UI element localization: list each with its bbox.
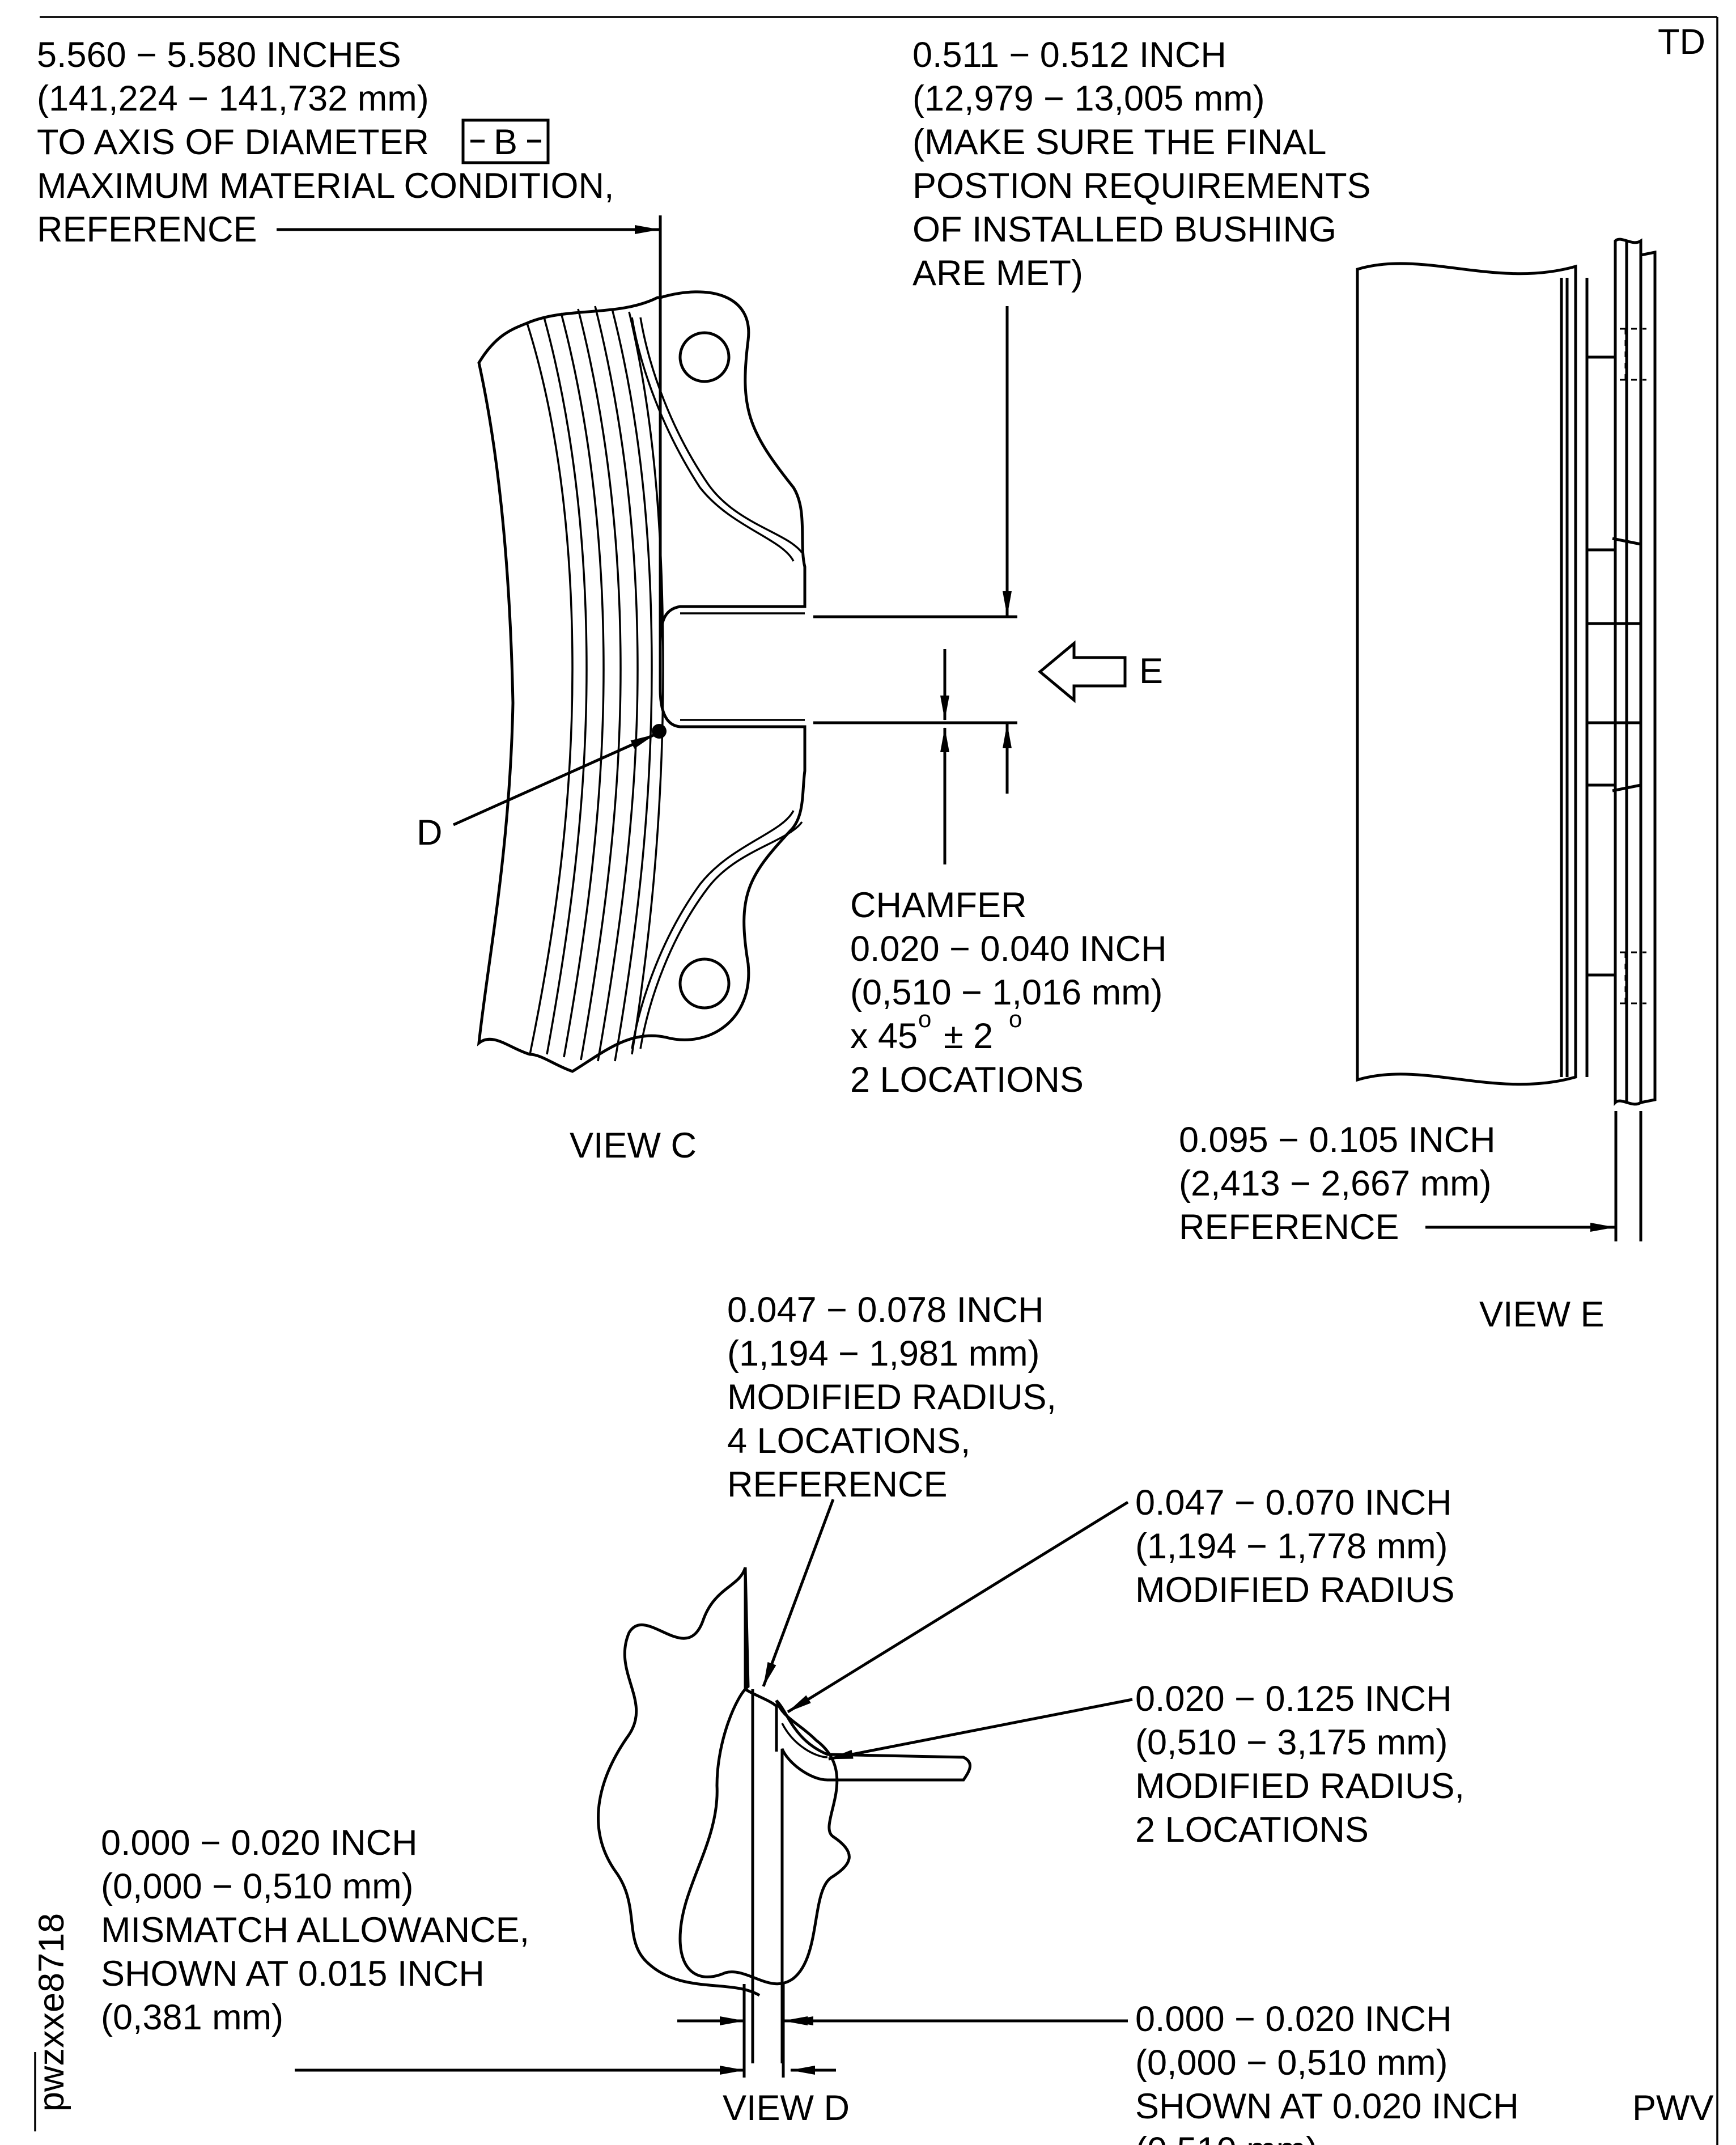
svg-text:o: o bbox=[918, 1006, 931, 1032]
detail-d-marker bbox=[652, 724, 667, 739]
svg-text:(0,381 mm): (0,381 mm) bbox=[101, 1998, 283, 2037]
axis-distance-callout: 5.560 − 5.580 INCHES (141,224 − 141,732 … bbox=[37, 35, 614, 249]
svg-text:0.511 − 0.512 INCH: 0.511 − 0.512 INCH bbox=[912, 35, 1226, 75]
svg-text:(1,194 − 1,778 mm): (1,194 − 1,778 mm) bbox=[1135, 1527, 1448, 1566]
svg-text:CHAMFER: CHAMFER bbox=[850, 885, 1027, 925]
slot-width-callout: 0.511 − 0.512 INCH (12,979 − 13,005 mm) … bbox=[912, 35, 1371, 293]
view-e-arrow-label: E bbox=[1139, 651, 1163, 691]
svg-text:(0,510 − 3,175 mm): (0,510 − 3,175 mm) bbox=[1135, 1723, 1448, 1762]
svg-text:MODIFIED RADIUS,: MODIFIED RADIUS, bbox=[727, 1377, 1056, 1417]
svg-text:REFERENCE: REFERENCE bbox=[727, 1465, 948, 1504]
svg-text:POSTION REQUIREMENTS: POSTION REQUIREMENTS bbox=[912, 166, 1371, 206]
svg-text:0.000 − 0.020 INCH: 0.000 − 0.020 INCH bbox=[101, 1823, 418, 1863]
svg-text:x 45: x 45 bbox=[850, 1016, 918, 1056]
mod-radius-4-leader bbox=[762, 1499, 835, 1687]
svg-text:REFERENCE: REFERENCE bbox=[37, 210, 257, 249]
upper-bolt-hole bbox=[678, 331, 731, 383]
svg-text:(0,510 mm): (0,510 mm) bbox=[1135, 2130, 1318, 2145]
svg-text:REFERENCE: REFERENCE bbox=[1179, 1207, 1399, 1247]
svg-text:(1,194 − 1,981 mm): (1,194 − 1,981 mm) bbox=[727, 1334, 1040, 1374]
footer-tag: PWV bbox=[1632, 2088, 1714, 2128]
svg-text:MAXIMUM MATERIAL CONDITION,: MAXIMUM MATERIAL CONDITION, bbox=[37, 166, 614, 206]
svg-text:(0,510 − 1,016 mm): (0,510 − 1,016 mm) bbox=[850, 973, 1163, 1012]
svg-text:0.095 − 0.105 INCH: 0.095 − 0.105 INCH bbox=[1179, 1120, 1496, 1160]
svg-text:5.560 − 5.580 INCHES: 5.560 − 5.580 INCHES bbox=[37, 35, 401, 75]
mismatch-callout: 0.000 − 0.020 INCH (0,000 − 0,510 mm) MI… bbox=[101, 1823, 529, 2037]
svg-text:(2,413 − 2,667 mm): (2,413 − 2,667 mm) bbox=[1179, 1164, 1492, 1203]
datum-b-box bbox=[461, 118, 550, 164]
view-d-part bbox=[597, 1567, 971, 2063]
mod-radius-leader bbox=[787, 1500, 1129, 1714]
svg-text:± 2: ± 2 bbox=[944, 1016, 993, 1056]
svg-text:(0,000 − 0,510 mm): (0,000 − 0,510 mm) bbox=[1135, 2043, 1448, 2083]
svg-text:ARE MET): ARE MET) bbox=[912, 253, 1083, 293]
svg-text:0.047 − 0.078 INCH: 0.047 − 0.078 INCH bbox=[727, 1290, 1044, 1330]
svg-text:0.000 − 0.020 INCH: 0.000 − 0.020 INCH bbox=[1135, 1999, 1452, 2039]
corner-tag: TD bbox=[1658, 22, 1705, 62]
lower-bolt-hole bbox=[678, 957, 731, 1010]
svg-text:(141,224 − 141,732 mm): (141,224 − 141,732 mm) bbox=[37, 79, 429, 118]
svg-text:0.020 − 0.040 INCH: 0.020 − 0.040 INCH bbox=[850, 929, 1167, 969]
svg-text:0.047 − 0.070 INCH: 0.047 − 0.070 INCH bbox=[1135, 1483, 1452, 1523]
view-e-label: VIEW E bbox=[1479, 1295, 1605, 1334]
svg-text:0.020 − 0.125 INCH: 0.020 − 0.125 INCH bbox=[1135, 1679, 1452, 1719]
svg-text:MODIFIED RADIUS,: MODIFIED RADIUS, bbox=[1135, 1766, 1465, 1806]
detail-d-label: D bbox=[417, 813, 443, 853]
svg-text:SHOWN AT 0.020 INCH: SHOWN AT 0.020 INCH bbox=[1135, 2087, 1519, 2126]
svg-text:OF INSTALLED BUSHING: OF INSTALLED BUSHING bbox=[912, 210, 1336, 249]
gap-callout: 0.000 − 0.020 INCH (0,000 − 0,510 mm) SH… bbox=[1135, 1999, 1519, 2145]
svg-text:SHOWN AT 0.015 INCH: SHOWN AT 0.015 INCH bbox=[101, 1954, 485, 1994]
svg-text:TO AXIS OF DIAMETER: TO AXIS OF DIAMETER bbox=[37, 122, 429, 162]
svg-text:4 LOCATIONS,: 4 LOCATIONS, bbox=[727, 1421, 970, 1461]
modified-radius-callout: 0.047 − 0.070 INCH (1,194 − 1,778 mm) MO… bbox=[1135, 1483, 1455, 1610]
figure-id: pwzxxe8718 bbox=[32, 1913, 71, 2112]
svg-text:2 LOCATIONS: 2 LOCATIONS bbox=[850, 1060, 1084, 1100]
modified-radius-4-callout: 0.047 − 0.078 INCH (1,194 − 1,981 mm) MO… bbox=[727, 1290, 1056, 1504]
svg-text:MISMATCH ALLOWANCE,: MISMATCH ALLOWANCE, bbox=[101, 1910, 529, 1950]
svg-text:2 LOCATIONS: 2 LOCATIONS bbox=[1135, 1810, 1369, 1850]
chamfer-callout: CHAMFER 0.020 − 0.040 INCH (0,510 − 1,01… bbox=[850, 885, 1167, 1100]
flange-ref-callout: 0.095 − 0.105 INCH (2,413 − 2,667 mm) RE… bbox=[1179, 1120, 1496, 1247]
svg-text:(0,000 − 0,510 mm): (0,000 − 0,510 mm) bbox=[101, 1867, 414, 1906]
modified-radius-2-callout: 0.020 − 0.125 INCH (0,510 − 3,175 mm) MO… bbox=[1135, 1679, 1465, 1850]
view-e-arrow bbox=[1038, 640, 1127, 703]
svg-text:MODIFIED RADIUS: MODIFIED RADIUS bbox=[1135, 1570, 1455, 1610]
view-c-label: VIEW C bbox=[570, 1126, 697, 1165]
view-d-label: VIEW D bbox=[723, 2088, 850, 2128]
mod-radius-2-leader bbox=[828, 1698, 1133, 1761]
svg-text:(12,979 − 13,005 mm): (12,979 − 13,005 mm) bbox=[912, 79, 1265, 118]
svg-text:(MAKE SURE THE FINAL: (MAKE SURE THE FINAL bbox=[912, 122, 1326, 162]
svg-text:o: o bbox=[1009, 1006, 1022, 1032]
datum-b-letter: B bbox=[494, 122, 517, 162]
view-e-part bbox=[1356, 238, 1657, 1107]
detail-d-leader bbox=[452, 733, 656, 826]
view-c-part bbox=[477, 290, 807, 1073]
